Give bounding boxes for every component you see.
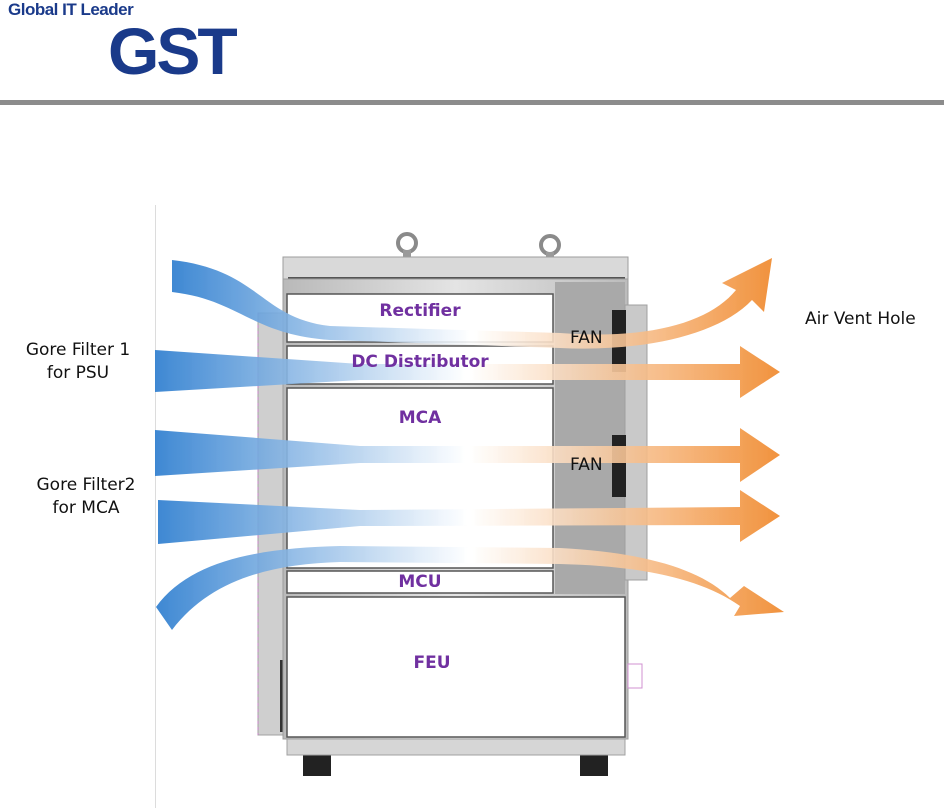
fan-label-upper: FAN	[570, 328, 603, 348]
gore-filter-1-label: Gore Filter 1 for PSU	[14, 339, 142, 385]
air-vent-hole-label: Air Vent Hole	[805, 308, 916, 331]
gore-filter-2-line2: for MCA	[22, 497, 150, 520]
fan-slot-lower	[612, 435, 626, 497]
foot-left	[303, 754, 331, 776]
gore-filter-2-line1: Gore Filter2	[22, 474, 150, 497]
lifting-eye-left	[398, 234, 416, 252]
module-mca-label: MCA	[287, 408, 553, 428]
foot-right	[580, 754, 608, 776]
module-dc-distributor-label: DC Distributor	[287, 352, 553, 372]
module-mcu-label: MCU	[287, 572, 553, 592]
gore-filter-2-label: Gore Filter2 for MCA	[22, 474, 150, 520]
lifting-eye-right	[541, 236, 559, 254]
cabinet-base	[287, 739, 625, 755]
gore-filter-1-line2: for PSU	[14, 362, 142, 385]
module-rectifier-label: Rectifier	[287, 301, 553, 321]
cabinet-top-cover	[283, 257, 628, 279]
gore-filter-1-line1: Gore Filter 1	[14, 339, 142, 362]
feu-connector	[628, 664, 642, 688]
fan-label-lower: FAN	[570, 455, 603, 475]
module-feu-label: FEU	[287, 653, 577, 673]
